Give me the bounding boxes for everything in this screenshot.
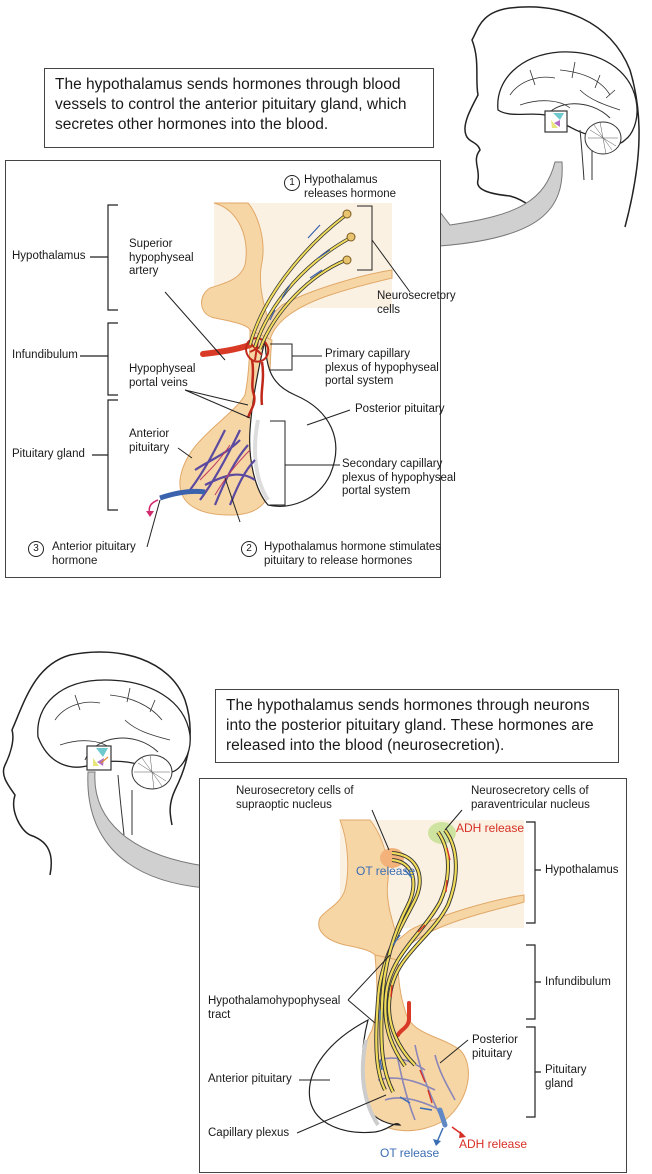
label-paraventricular: Neurosecretory cells of paraventricular … <box>471 785 590 811</box>
label-ot-release-bottom: OT release <box>380 1146 440 1160</box>
top-caption-box: The hypothalamus sends hormones through … <box>44 68 434 148</box>
region-brackets-right <box>526 821 541 1118</box>
ot-flow-arrows <box>379 869 433 1111</box>
secondary-capillary-plexus <box>189 429 256 506</box>
neurosecretory-axons <box>248 213 351 350</box>
region-infundibulum-bottom: Infundibulum <box>545 976 611 988</box>
label-supraoptic: Neurosecretory cells of supraoptic nucle… <box>236 785 354 811</box>
label-step3: Anterior pituitary hormone <box>52 541 136 567</box>
region-hypothalamus-top: Hypothalamus <box>12 250 86 262</box>
neurosecretory-cell-bodies <box>342 209 356 265</box>
label-step1: Hypothalamus releases hormone <box>304 174 397 200</box>
region-pituitary-gland-top: Pituitary gland <box>12 448 85 460</box>
region-pituitary-gland-bottom: Pituitary gland <box>545 1064 587 1090</box>
label-primary-plexus: Primary capillary plexus of hypophyseal … <box>325 348 439 387</box>
flow-arrows <box>269 224 331 321</box>
callout-lines <box>146 205 411 548</box>
top-diagram-illustration <box>80 202 411 548</box>
label-portal-veins: Hypophyseal portal veins <box>129 363 196 389</box>
callout-lines <box>296 809 469 1134</box>
label-secondary-plexus: Secondary capillary plexus of hypophysea… <box>342 458 456 497</box>
label-ot-release-top: OT release <box>356 864 416 878</box>
hypothalamus-tissue <box>318 819 525 976</box>
region-brackets-left <box>80 204 118 511</box>
top-caption-text: The hypothalamus sends hormones through … <box>55 76 407 133</box>
bottom-caption-box: The hypothalamus sends hormones through … <box>215 689 619 763</box>
label-step2: Hypothalamus hormone stimulates pituitar… <box>264 541 442 567</box>
portal-veins <box>246 359 265 419</box>
region-infundibulum-top: Infundibulum <box>12 349 78 361</box>
hypothalamus-tissue <box>201 202 393 349</box>
supraoptic-axons <box>374 851 422 1093</box>
label-capillary-plexus: Capillary plexus <box>208 1127 290 1139</box>
label-adh-release-bottom: ADH release <box>459 1137 528 1151</box>
paraventricular-axons <box>383 828 458 1068</box>
label-tract: Hypothalamohypophyseal tract <box>208 995 341 1021</box>
label-posterior-pituitary-top: Posterior pituitary <box>355 403 445 415</box>
artery-stub <box>396 1001 411 1037</box>
step-2-badge: 2 <box>241 541 257 557</box>
step-3-badge: 3 <box>28 541 44 557</box>
label-superior-artery: Superior hypophyseal artery <box>129 238 194 277</box>
region-hypothalamus-bottom: Hypothalamus <box>545 864 619 876</box>
label-anterior-pituitary-top: Anterior pituitary <box>129 428 170 454</box>
ot-release-arrow <box>436 1127 444 1143</box>
step-1-badge: 1 <box>284 175 300 191</box>
label-anterior-pituitary-bottom: Anterior pituitary <box>208 1073 292 1085</box>
outgoing-vein <box>159 488 206 501</box>
bottom-caption-text: The hypothalamus sends hormones through … <box>226 697 594 754</box>
label-adh-release-top: ADH release <box>456 821 525 835</box>
release-vein <box>437 1107 448 1128</box>
adh-flow-arrows <box>390 847 451 1104</box>
label-posterior-pituitary-bottom: Posterior pituitary <box>472 1034 519 1060</box>
head-outline <box>464 6 640 228</box>
label-neurosecretory-cells: Neurosecretory cells <box>377 290 456 316</box>
